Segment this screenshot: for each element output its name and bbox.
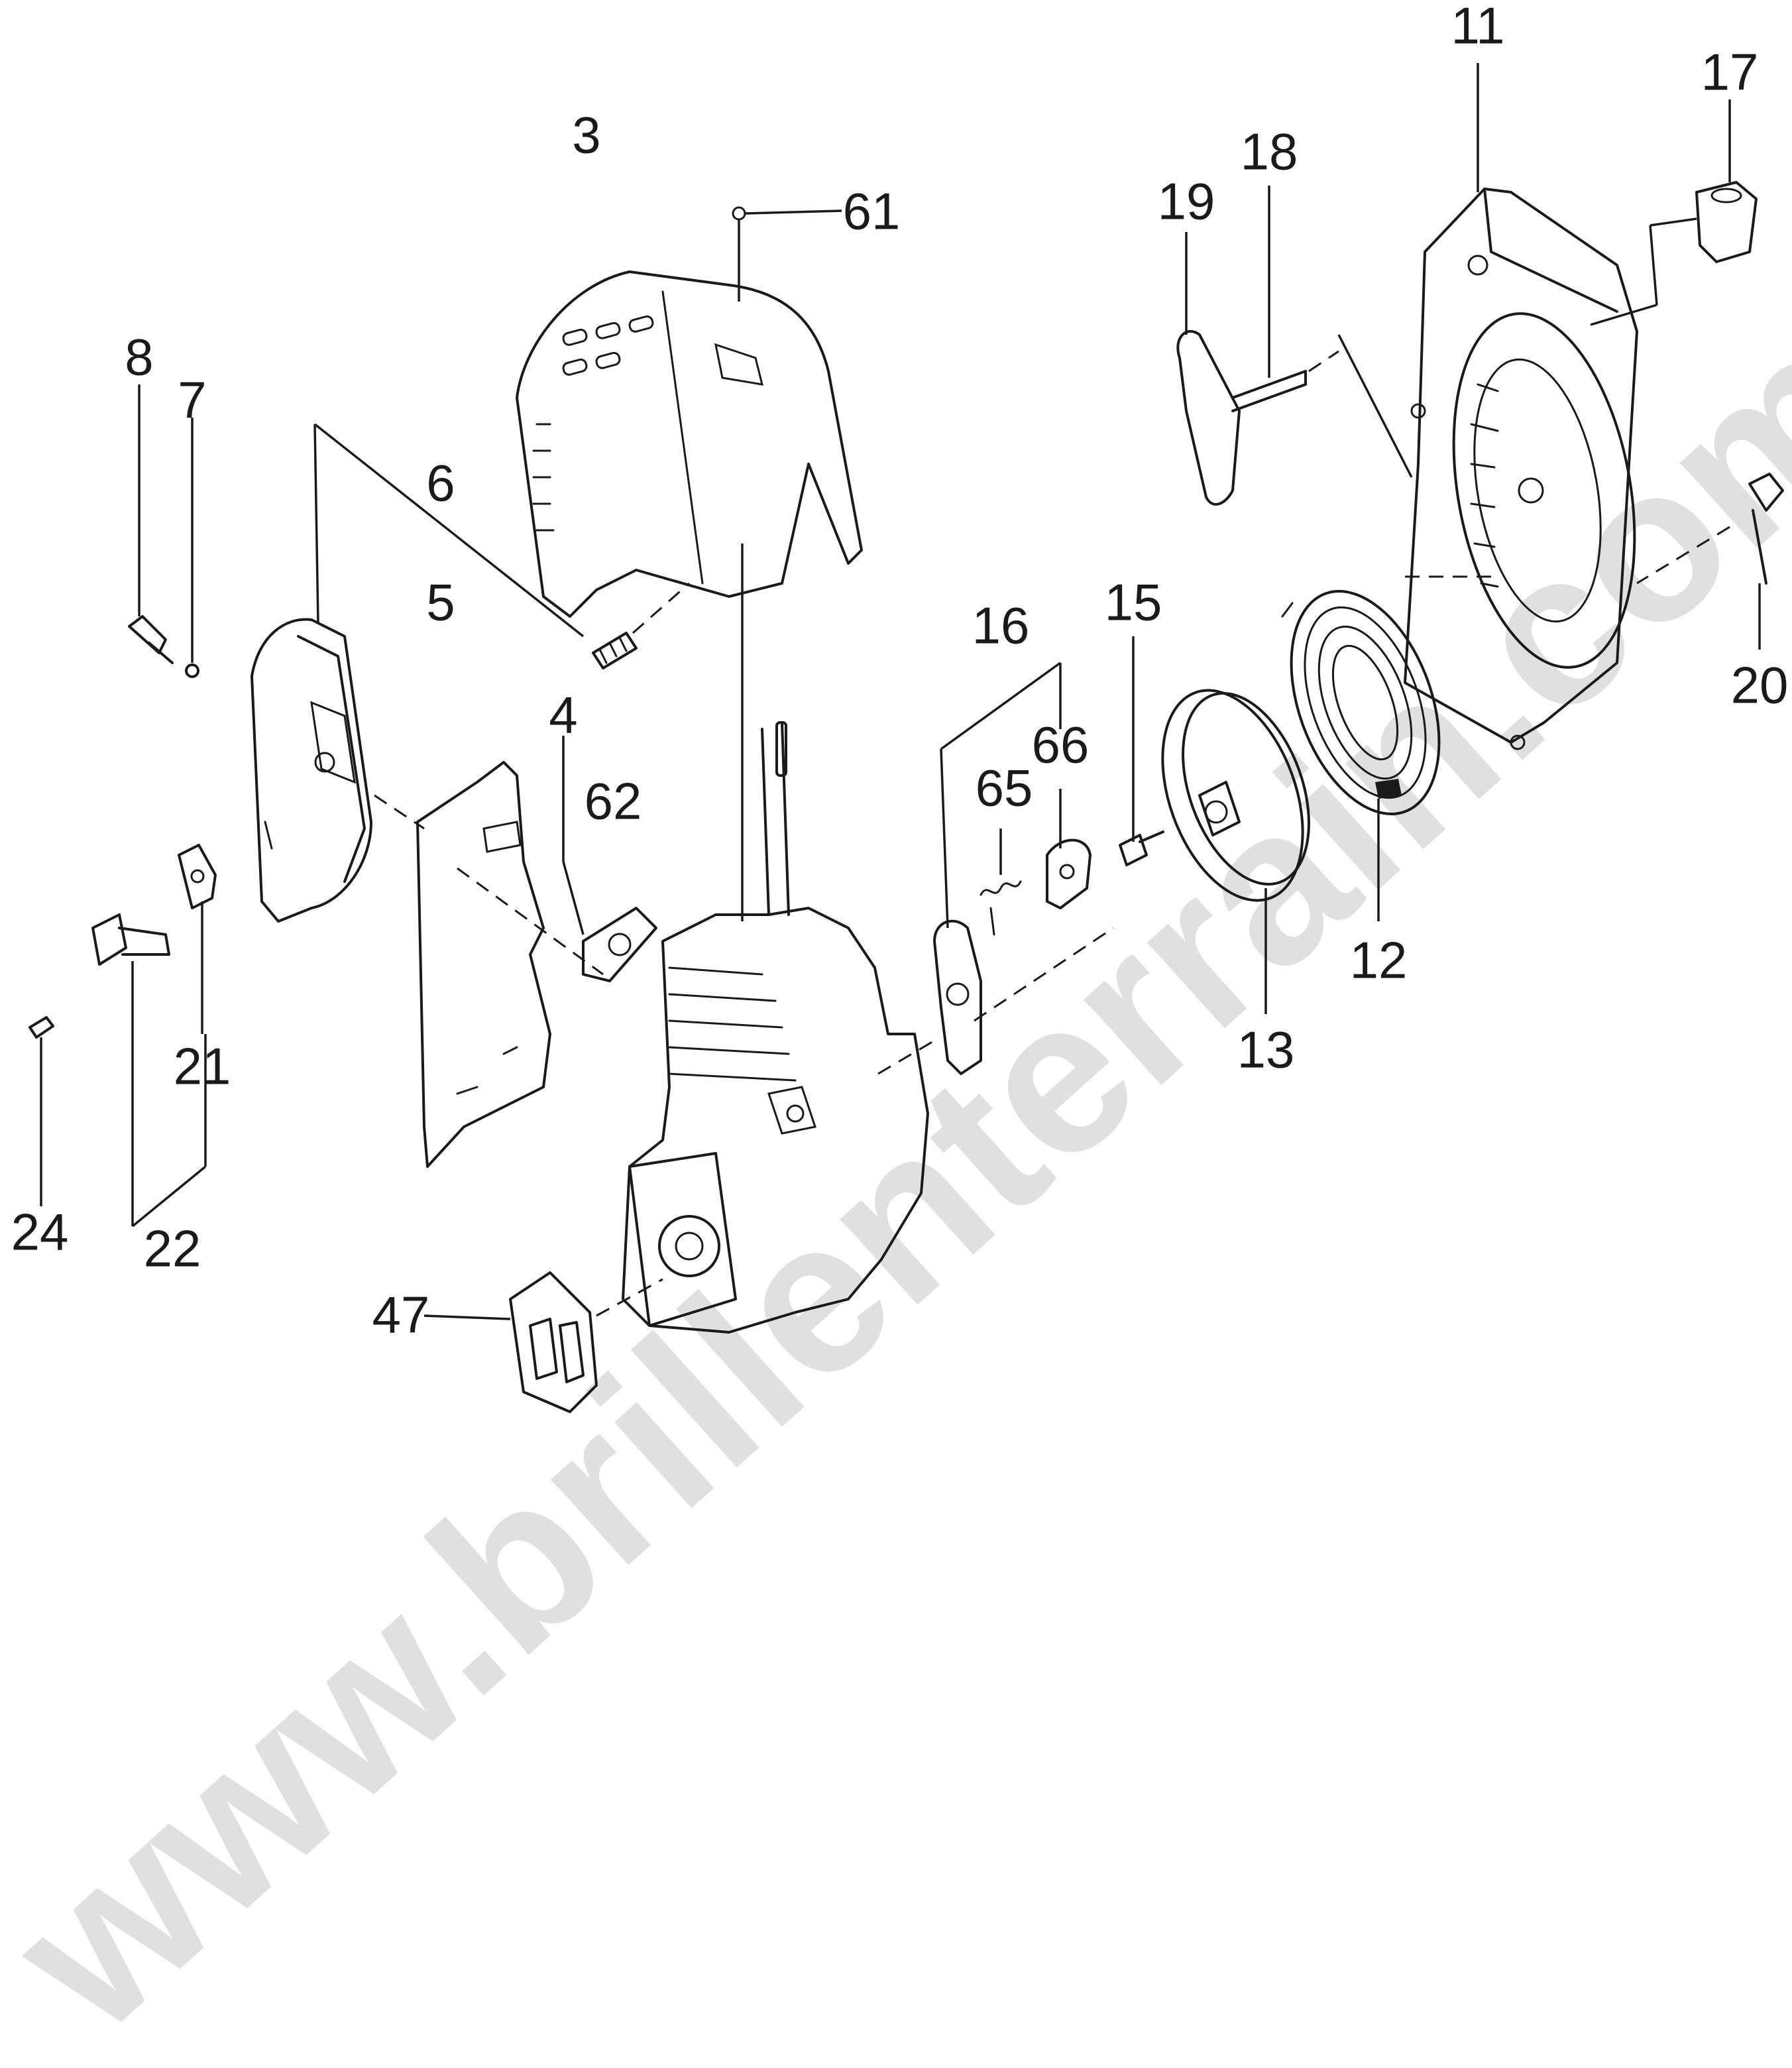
part-65-spring [980,880,1022,936]
part-13-pulley [1161,689,1310,902]
part-20-bolt [1748,473,1784,585]
part-5-gasket-plate [416,761,551,1168]
label-21: 21 [174,1037,231,1096]
label-24: 24 [11,1203,69,1261]
label-8: 8 [125,328,153,386]
label-62: 62 [585,772,642,831]
label-5: 5 [426,573,455,632]
label-11: 11 [1451,0,1505,55]
label-16: 16 [972,597,1030,655]
part-7-washer [185,663,199,678]
label-7: 7 [178,371,206,430]
label-19: 19 [1158,172,1215,231]
label-4: 4 [549,686,577,744]
part-engine-cover [516,270,863,618]
label-15: 15 [1105,573,1162,632]
part-4-gasket [582,907,657,982]
part-18-rope [1231,370,1307,412]
label-3: 3 [572,106,600,164]
part-muffler [251,618,372,923]
part-12-recoil-spring [1281,590,1441,815]
part-47-insulator [509,1271,598,1413]
label-12: 12 [1350,931,1408,990]
label-20: 20 [1731,656,1789,715]
part-17-bushing [1695,181,1758,263]
label-47: 47 [372,1286,430,1344]
label-66: 66 [1032,716,1090,774]
label-22: 22 [144,1220,201,1278]
part-11-starter-housing [1404,188,1638,750]
label-18: 18 [1241,123,1298,181]
part-ignition-coil [933,919,982,1075]
part-66-pawl [1046,838,1092,909]
part-62-screw [592,632,638,669]
label-6: 6 [426,454,455,512]
label-61: 61 [843,182,901,241]
label-17: 17 [1701,43,1759,101]
part-number-labels: 3 61 8 7 6 5 4 62 21 24 22 47 16 15 66 6… [11,0,1789,1344]
cover-vent-slots [532,315,654,532]
part-cylinder-crankcase [622,721,929,1334]
part-61-pin [732,206,746,302]
part-24-screw [28,1016,54,1039]
watermark-text: www.brillenterrain.com [0,281,1792,2068]
part-8-bolt [128,615,174,664]
part-22-exhaust-pipe [91,913,170,966]
label-65: 65 [976,759,1033,817]
label-13: 13 [1237,1021,1295,1079]
part-21-gasket [178,844,217,909]
part-19-handle [1176,330,1241,506]
